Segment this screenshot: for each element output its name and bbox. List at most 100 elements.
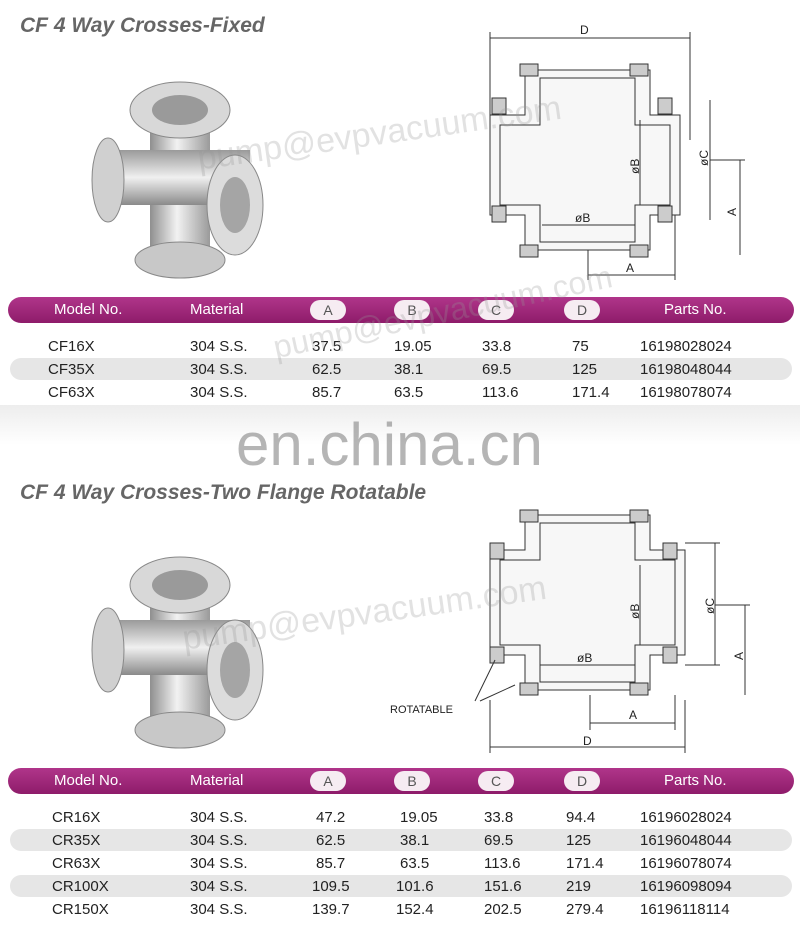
technical-drawing-rotatable: øB øC A øB A D ROTATABLE [390,509,750,753]
dim-label-a-horiz: A [629,708,637,722]
cell-d: 171.4 [572,384,610,401]
cell-model: CR16X [52,809,101,826]
cell-b: 19.05 [400,809,438,826]
col-parts: Parts No. [664,772,727,789]
technical-drawing-fixed: D øB øC A øB A [489,23,745,280]
section-title-fixed: CF 4 Way Crosses-Fixed [20,14,265,37]
cell-c: 33.8 [484,809,514,826]
table-row: CR35X 304 S.S. 62.5 38.1 69.5 125 161960… [10,829,792,851]
col-model: Model No. [54,772,123,789]
cell-d: 279.4 [566,901,604,918]
table-row: CF16X 304 S.S. 37.5 19.05 33.8 75 161980… [10,335,792,357]
col-a: A [310,771,346,791]
cell-parts: 16198078074 [640,384,732,401]
col-b: B [394,771,430,791]
table-row: CR63X 304 S.S. 85.7 63.5 113.6 171.4 161… [10,852,792,874]
dim-label-d: D [580,23,589,37]
cell-d: 219 [566,878,592,895]
col-a: A [310,300,346,320]
table-row: CR16X 304 S.S. 47.2 19.05 33.8 94.4 1619… [10,806,792,828]
col-d: D [564,771,600,791]
cell-material: 304 S.S. [190,878,248,895]
col-material: Material [190,772,244,789]
dim-label-b-vert: øB [628,159,642,174]
cell-c: 69.5 [482,361,512,378]
cell-d: 125 [566,832,592,849]
cell-material: 304 S.S. [190,901,248,918]
cell-parts: 16196078074 [640,855,732,872]
dim-label-a-vert: A [732,652,746,660]
cell-model: CR63X [52,855,101,872]
dim-label-a-vert: A [725,208,739,216]
cell-material: 304 S.S. [190,361,248,378]
cell-material: 304 S.S. [190,809,248,826]
cell-a: 62.5 [312,361,342,378]
cell-c: 151.6 [484,878,522,895]
cell-parts: 16196118114 [640,901,730,918]
cell-material: 304 S.S. [190,384,248,401]
cell-b: 63.5 [394,384,424,401]
col-d: D [564,300,600,320]
cell-b: 63.5 [400,855,430,872]
cell-parts: 16198048044 [640,361,732,378]
cell-c: 202.5 [484,901,522,918]
dim-label-a-horiz: A [626,261,634,275]
cell-parts: 16198028024 [640,338,732,355]
product-image-fixed-cross [91,81,264,279]
dim-label-c: øC [697,150,711,166]
watermark-site: en.china.cn [236,411,543,478]
dim-label-b-horiz: øB [575,211,590,225]
cell-a: 62.5 [316,832,346,849]
cell-parts: 16196048044 [640,832,732,849]
product-image-rotatable-cross [91,556,264,749]
col-material: Material [190,301,244,318]
col-b: B [394,300,430,320]
cell-c: 69.5 [484,832,514,849]
cell-material: 304 S.S. [190,855,248,872]
table2-header: Model No. Material A B C D Parts No. [8,768,794,794]
cell-model: CR35X [52,832,101,849]
table-row: CF63X 304 S.S. 85.7 63.5 113.6 171.4 161… [10,381,792,403]
dim-label-b-vert: øB [628,604,642,619]
cell-material: 304 S.S. [190,338,248,355]
watermark-band [0,405,800,445]
cell-b: 38.1 [400,832,430,849]
cell-b: 19.05 [394,338,432,355]
col-model: Model No. [54,301,123,318]
table-row: CR100X 304 S.S. 109.5 101.6 151.6 219 16… [10,875,792,897]
cell-parts: 16196028024 [640,809,732,826]
cell-model: CF63X [48,384,95,401]
col-parts: Parts No. [664,301,727,318]
cell-d: 75 [572,338,589,355]
rotatable-label: ROTATABLE [390,704,453,716]
dim-label-d: D [583,734,592,748]
cell-d: 125 [572,361,598,378]
cell-a: 139.7 [312,901,350,918]
cell-parts: 16196098094 [640,878,732,895]
cell-d: 94.4 [566,809,596,826]
cell-b: 38.1 [394,361,424,378]
table1-header: Model No. Material A B C D Parts No. [8,297,794,323]
table-row: CF35X 304 S.S. 62.5 38.1 69.5 125 161980… [10,358,792,380]
cell-c: 33.8 [482,338,512,355]
cell-a: 37.5 [312,338,342,355]
cell-a: 85.7 [312,384,342,401]
section-title-rotatable: CF 4 Way Crosses-Two Flange Rotatable [20,481,427,504]
col-c: C [478,300,514,320]
cell-model: CF16X [48,338,95,355]
dim-label-c: øC [703,598,717,614]
dim-label-b-horiz: øB [577,651,592,665]
cell-b: 101.6 [396,878,434,895]
cell-model: CF35X [48,361,95,378]
cell-d: 171.4 [566,855,604,872]
cell-material: 304 S.S. [190,832,248,849]
cell-a: 109.5 [312,878,350,895]
cell-c: 113.6 [482,384,519,401]
table-row: CR150X 304 S.S. 139.7 152.4 202.5 279.4 … [10,898,792,920]
cell-model: CR150X [52,901,109,918]
cell-c: 113.6 [484,855,521,872]
cell-a: 47.2 [316,809,346,826]
cell-model: CR100X [52,878,109,895]
cell-a: 85.7 [316,855,346,872]
col-c: C [478,771,514,791]
